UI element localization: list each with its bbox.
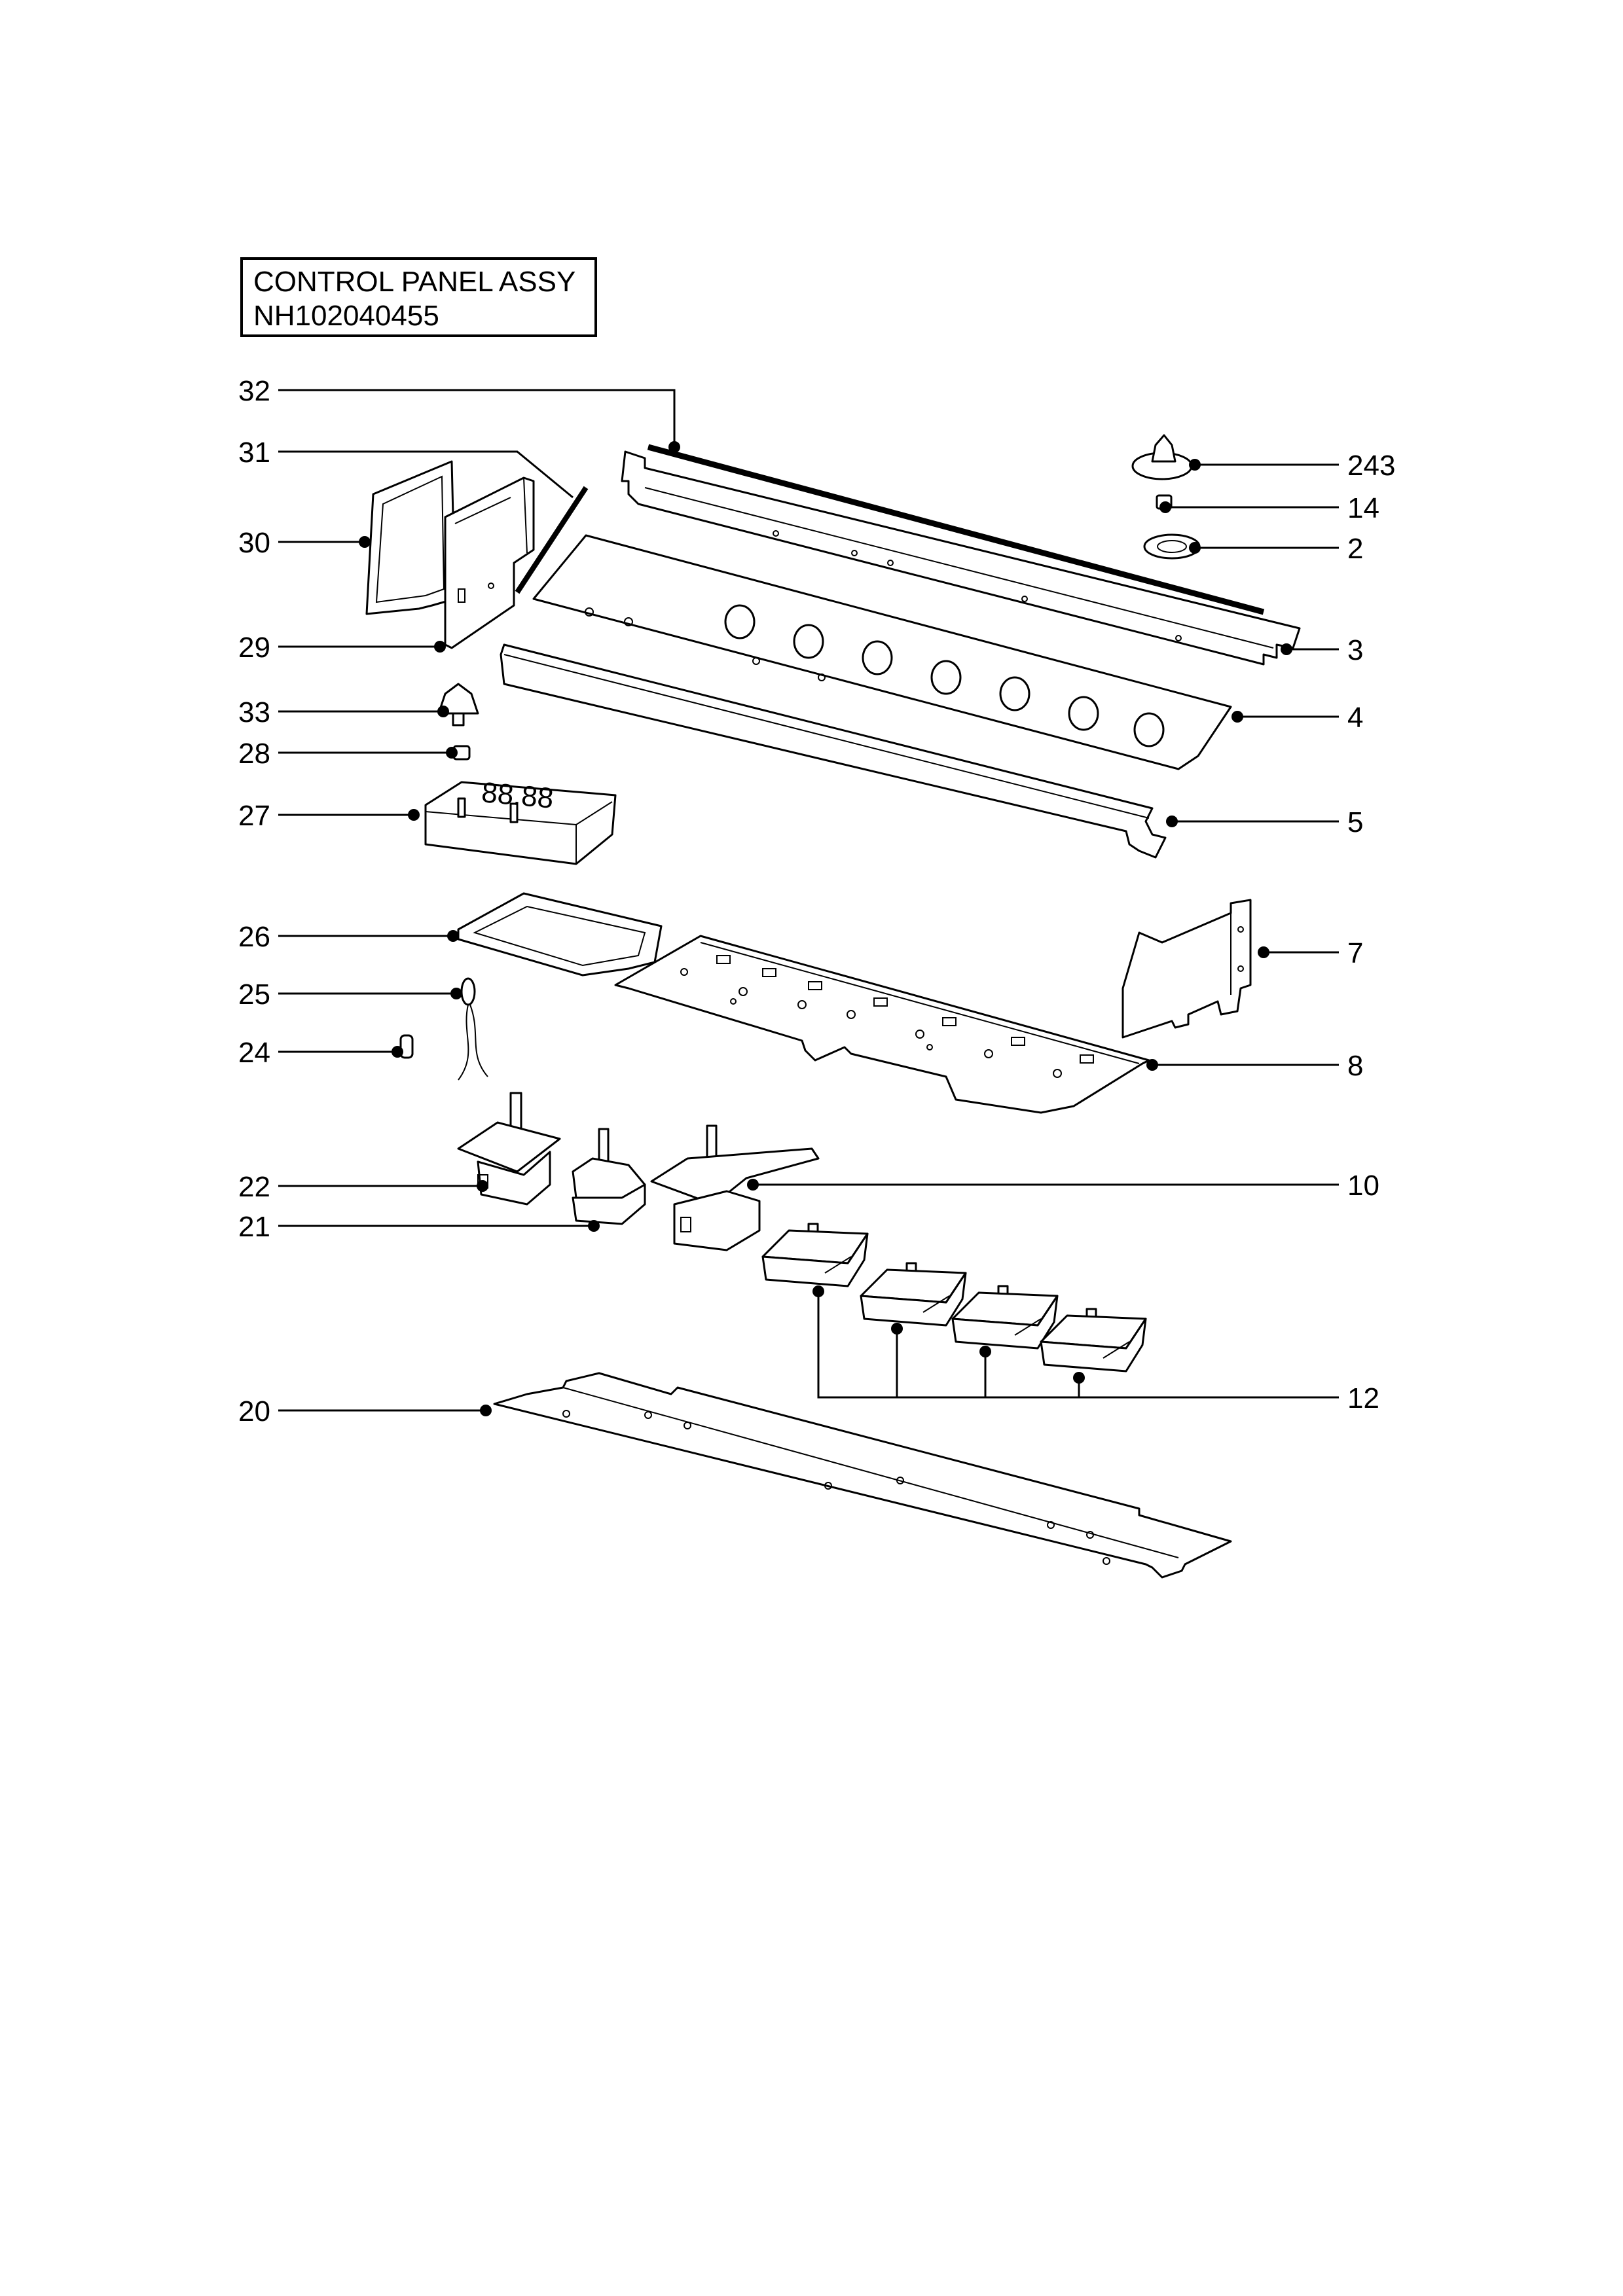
part-5-lower-trim: [500, 643, 1167, 859]
part-33-timer-knob: [437, 683, 479, 726]
callout-26: 26: [238, 921, 270, 953]
callout-21: 21: [238, 1211, 270, 1243]
callout-20: 20: [238, 1395, 270, 1427]
part-27-clock-module: 88.88: [424, 776, 617, 865]
part-26-display-board: [457, 892, 663, 977]
callout-32: 32: [238, 375, 270, 407]
callout-22: 22: [238, 1171, 270, 1203]
clock-display-readout: 88.88: [480, 776, 555, 814]
callout-31: 31: [238, 437, 270, 469]
callout-5: 5: [1347, 806, 1363, 838]
part-10-selector-switch: [650, 1124, 820, 1251]
part-4-fascia-panel: [532, 534, 1232, 770]
callout-14: 14: [1347, 492, 1379, 524]
part-12-switch-d: [1040, 1308, 1147, 1372]
part-12-switch-a: [761, 1223, 869, 1287]
part-20-bottom-rail: [493, 1372, 1232, 1579]
part-22-energy-regulator: [457, 1092, 561, 1206]
callout-3: 3: [1347, 634, 1363, 666]
callout-243: 243: [1347, 450, 1395, 482]
callout-33: 33: [238, 696, 270, 728]
part-21-thermostat: [572, 1128, 646, 1225]
callout-4: 4: [1347, 702, 1363, 734]
part-12-switch-c: [951, 1285, 1059, 1350]
part-7-side-plate: [1122, 899, 1252, 1039]
leader-lines: [278, 389, 1339, 1412]
callout-2: 2: [1347, 533, 1363, 565]
callout-29: 29: [238, 632, 270, 664]
callout-27: 27: [238, 800, 270, 832]
part-243-knob: [1131, 434, 1193, 480]
part-29-side-bracket: [444, 476, 535, 649]
callout-24: 24: [238, 1037, 270, 1069]
part-32-gasket-strip: [647, 444, 1265, 615]
callout-8: 8: [1347, 1050, 1363, 1082]
assembly-part-number: NH102040455: [253, 300, 439, 332]
part-24-cylinder: [399, 1034, 414, 1059]
part-8-mounting-plate: [614, 935, 1150, 1114]
callout-7: 7: [1347, 937, 1363, 969]
callout-30: 30: [238, 527, 270, 559]
part-3-top-rail: [621, 450, 1301, 666]
callout-labels: 32 31 30 29 33 28 27 26 25 24 22 21 20 2…: [238, 375, 1395, 1427]
title-box: CONTROL PANEL ASSY NH102040455: [240, 257, 597, 337]
callout-12: 12: [1347, 1382, 1379, 1414]
callout-25: 25: [238, 978, 270, 1011]
part-25-sensor-probe: [458, 977, 488, 1081]
part-12-switch-b: [860, 1262, 967, 1327]
callout-10: 10: [1347, 1170, 1379, 1202]
callout-dots: [359, 441, 1292, 1416]
assembly-title: CONTROL PANEL ASSY: [253, 266, 576, 298]
part-30-side-gasket: [365, 460, 456, 615]
part-31-rod: [515, 486, 589, 594]
callout-28: 28: [238, 738, 270, 770]
